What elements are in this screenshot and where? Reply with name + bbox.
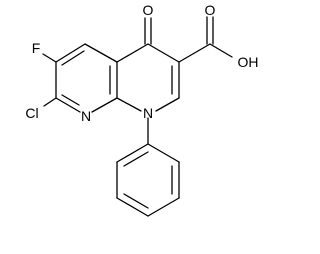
- atom-oxygen-hydroxyl: OH: [238, 54, 259, 70]
- atom-oxygen-carbonyl: O: [205, 2, 216, 18]
- atom-nitrogen-pyridine: N: [81, 108, 91, 124]
- atom-fluorine: F: [32, 40, 41, 56]
- bond-ph-6-1-double: [123, 151, 149, 167]
- atom-nitrogen-n1: N: [143, 105, 153, 121]
- atom-chlorine: Cl: [25, 105, 38, 121]
- bond-c7-cl: [43, 97, 57, 107]
- bond-ph-4-5: [116, 197, 149, 217]
- bond-cooh-oh: [209, 43, 233, 58]
- bond-c5-c6: [55, 43, 86, 63]
- bond-c2-n1: [155, 97, 180, 112]
- bond-ph-4-5-double: [123, 193, 149, 209]
- bond-ph-6-1: [116, 143, 149, 163]
- atom-labels: O OH O F Cl N N: [25, 2, 258, 124]
- bond-ph-3-4: [147, 197, 180, 217]
- bond-c5-c6-double: [61, 50, 85, 66]
- bond-c3-cooh: [178, 43, 211, 63]
- bond-n8-c8a: [91, 97, 118, 113]
- bond-c7-n8: [55, 97, 81, 113]
- bond-c4-c3: [147, 43, 180, 63]
- bond-c7-n8-double: [61, 94, 80, 106]
- bond-c4a-c5: [84, 43, 118, 63]
- bond-n1-c8a: [116, 97, 142, 112]
- bond-c4a-c4: [116, 43, 149, 63]
- bond-ph-1-2: [147, 143, 180, 163]
- atom-oxygen-ketone: O: [143, 2, 154, 18]
- bond-c6-f: [42, 53, 57, 63]
- chemical-structure: O OH O F Cl N N: [25, 2, 259, 217]
- bond-lines: [42, 16, 233, 217]
